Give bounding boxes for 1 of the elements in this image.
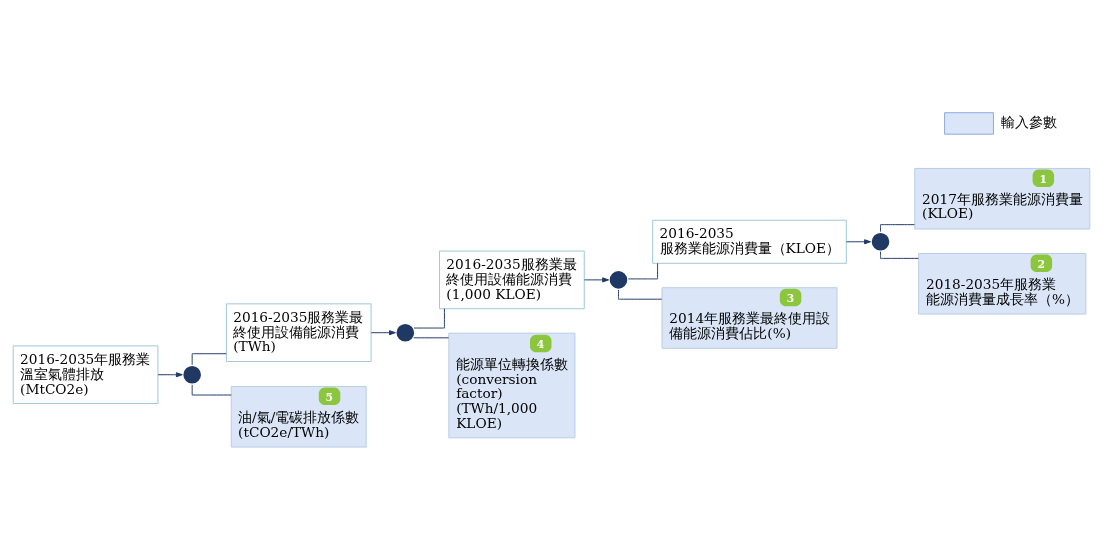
legend-label: 輸入參數 — [1001, 114, 1058, 131]
